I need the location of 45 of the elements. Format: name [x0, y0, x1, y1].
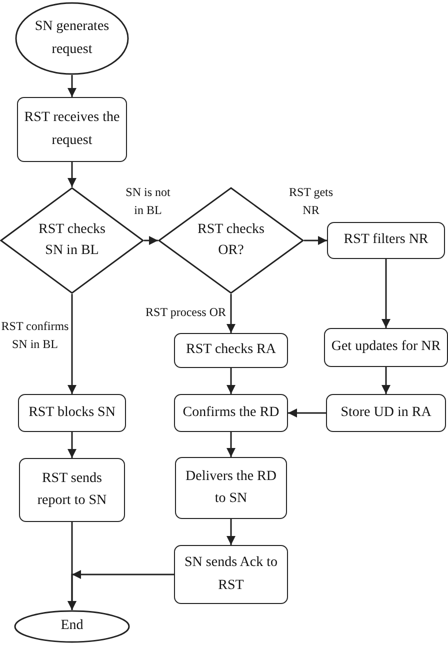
node-label: Confirms the RD — [182, 404, 280, 422]
edge-label: RST gets NR — [288, 184, 334, 219]
flow-arrow — [226, 519, 236, 545]
flow-arrow — [226, 294, 236, 333]
flow-arrow — [68, 432, 76, 458]
flow-arrow — [226, 432, 236, 457]
flow-arrow — [304, 236, 327, 245]
node-label: RST checks SN in BL — [37, 221, 106, 260]
process-box — [324, 328, 448, 367]
flow-arrow — [382, 259, 390, 328]
flow-arrow — [382, 367, 390, 394]
edge-label: RST confirms SN in BL — [0, 318, 70, 353]
node-label: Delivers the RD to SN — [184, 468, 278, 508]
node-label: Store UD in RA — [340, 404, 432, 422]
process-box — [19, 458, 125, 522]
process-box — [326, 394, 446, 432]
flow-arrow — [68, 162, 76, 187]
node-label: RST checks OR? — [196, 221, 266, 260]
node-label: SN sends Ack to RST — [184, 554, 278, 594]
process-box — [175, 457, 287, 519]
node-label: RST receives the request — [23, 109, 121, 150]
terminal-oval — [15, 2, 129, 75]
process-box — [174, 545, 288, 604]
flow-arrow — [288, 408, 326, 418]
process-box — [174, 333, 288, 368]
terminal-oval — [14, 610, 130, 643]
node-label: End — [60, 617, 84, 636]
flow-arrow — [226, 368, 236, 394]
node-label: RST filters NR — [342, 231, 430, 250]
node-label: Get updates for NR — [330, 338, 442, 356]
flow-arrow — [68, 570, 174, 610]
process-box — [17, 97, 127, 162]
node-label: RST sends report to SN — [36, 470, 108, 510]
process-box — [174, 394, 288, 432]
node-label: RST checks RA — [185, 341, 277, 360]
process-box — [327, 222, 445, 259]
node-label: SN generates request — [34, 18, 110, 58]
process-box — [18, 394, 126, 432]
flow-arrow — [144, 236, 158, 245]
edge-label: SN is not in BL — [124, 184, 172, 219]
decision-diamond — [0, 187, 144, 294]
edge-label: RST process OR — [144, 304, 226, 321]
flow-arrow — [68, 294, 76, 394]
flow-arrow — [68, 75, 76, 97]
node-label: RST blocks SN — [28, 404, 116, 422]
